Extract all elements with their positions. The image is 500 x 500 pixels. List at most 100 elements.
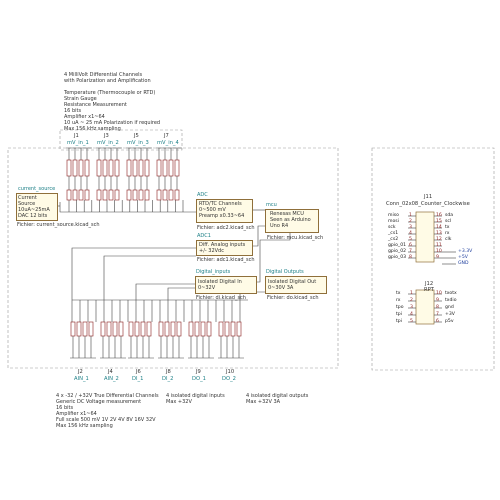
sheet-adc2[interactable] — [196, 199, 253, 223]
j11-left-pin: 8 — [409, 255, 412, 260]
j12-left-pin: 3 — [410, 305, 413, 310]
sheet-di[interactable] — [195, 276, 257, 294]
terminal — [174, 189, 180, 201]
sheet-body-do: Isolated Digital Out 0~30V 3A — [268, 279, 317, 291]
wires — [56, 200, 291, 322]
terminal — [72, 189, 78, 201]
sheet-name-current-source: current_source — [18, 186, 56, 192]
j11-right-net: scl — [445, 219, 452, 224]
j12-right-net: txdio — [445, 298, 457, 303]
j11-left-pin: 2 — [409, 219, 412, 224]
j11-left-net: gpio_02 — [388, 249, 407, 254]
sheet-do[interactable] — [265, 276, 327, 294]
resistor — [108, 159, 114, 177]
terminal — [70, 321, 76, 337]
terminal — [230, 321, 236, 337]
j12-left-pin: 2 — [410, 298, 413, 303]
resistor — [96, 159, 102, 177]
j12-right-pin: 6 — [436, 319, 439, 324]
di-wire — [167, 287, 195, 300]
sheet-name-adc1: ADC1 — [197, 233, 211, 239]
header-symbols — [408, 211, 456, 325]
bottom-connector-net: DI_2 — [162, 376, 174, 382]
j11-right-net: tx — [445, 225, 450, 230]
terminal — [118, 321, 124, 337]
j12-left-pin: 1 — [410, 291, 413, 296]
j12-left-net: rx — [396, 298, 401, 303]
j12-right-pin: 7 — [436, 312, 439, 317]
resistor — [174, 159, 180, 177]
sheet-body-adc2: RTD/TC Channels 0~500 mV Preamp x0.33~64 — [199, 201, 245, 219]
top-connector-net: mV_in_1 — [67, 140, 89, 146]
terminal — [114, 189, 120, 201]
terminal — [200, 321, 206, 337]
resistor — [72, 159, 78, 177]
sheet-mcu[interactable] — [265, 209, 319, 233]
bottom-connector-ref: J4 — [108, 369, 113, 375]
terminal — [158, 321, 164, 337]
top-connector-net: mV_in_4 — [157, 140, 179, 146]
bottom-connector-net: DO_2 — [222, 376, 236, 382]
bottom-connector-ref: J8 — [166, 369, 171, 375]
resistor — [162, 159, 168, 177]
bottom-left-note: 4 x -32 / +32V True Differential Channel… — [56, 393, 159, 429]
resistor — [132, 159, 138, 177]
j12-ref: J12 — [425, 281, 434, 287]
resistor — [126, 159, 132, 177]
j11-left-net: gpio_03 — [388, 255, 407, 260]
bottom-right-note: 4 isolated digital outputs Max +32V 3A — [246, 393, 309, 405]
j11-right-pin: 10 — [436, 249, 442, 254]
resistor — [144, 159, 150, 177]
resistor — [84, 159, 90, 177]
sheet-file-current-source: Fichier: current_source.kicad_sch — [17, 222, 100, 228]
resistor — [168, 159, 174, 177]
terminal — [78, 189, 84, 201]
j11-left-pin: 4 — [409, 231, 412, 236]
j11-right-pin: 15 — [436, 219, 442, 224]
j11-left-net: mosi — [388, 219, 399, 224]
connector-symbols — [66, 147, 244, 359]
j11-value: Conn_02x08_Counter_Clockwise — [386, 201, 470, 207]
j11-left-pin: 6 — [409, 243, 412, 248]
j11-right-pin: 12 — [436, 237, 442, 242]
terminal — [76, 321, 82, 337]
terminal — [188, 321, 194, 337]
sheet-file-adc2: Fichier: adc2.kicad_sch — [197, 225, 255, 231]
di-wire — [135, 283, 195, 300]
terminal — [146, 321, 152, 337]
sheet-body-adc1: Diff. Analog inputs +/- 32Vdc — [199, 242, 246, 254]
j12-right-net: gnd — [445, 305, 454, 310]
resistor — [78, 159, 84, 177]
top-note: 4 MilliVolt Differential Channels with P… — [64, 72, 161, 132]
terminal — [156, 189, 162, 201]
j12-value: RPT — [424, 287, 434, 293]
top-connector-ref: J1 — [74, 133, 79, 139]
j11-power-label: GND — [458, 261, 469, 266]
sheet-body-current-source: Current Source 10uA~25mA DAC 12 bits — [18, 195, 50, 219]
j12-right-pin: 9 — [436, 298, 439, 303]
sheet-name-do: Digital Outputs — [266, 269, 304, 275]
sheet-name-mcu: mcu — [266, 202, 277, 208]
j11-left-pin: 3 — [409, 225, 412, 230]
bottom-connector-net: DI_1 — [132, 376, 144, 382]
j11-ref: J11 — [424, 194, 433, 200]
terminal — [88, 321, 94, 337]
terminal — [134, 321, 140, 337]
terminal — [236, 321, 242, 337]
sheet-current-source[interactable] — [16, 193, 58, 221]
terminal — [206, 321, 212, 337]
j12-body — [415, 289, 435, 325]
terminal — [96, 189, 102, 201]
top-connector-net: mV_in_2 — [97, 140, 119, 146]
j11-left-net: miso — [388, 213, 399, 218]
j11-power-label: +5V — [458, 255, 468, 260]
terminal — [106, 321, 112, 337]
terminal — [108, 189, 114, 201]
sheet-file-di: Fichier: di.kicad_sch — [196, 295, 246, 301]
resistor — [138, 159, 144, 177]
top-bus-wire — [59, 202, 196, 213]
di-mcu-wire — [255, 231, 291, 283]
sheet-adc1[interactable] — [196, 240, 253, 256]
terminal — [126, 189, 132, 201]
